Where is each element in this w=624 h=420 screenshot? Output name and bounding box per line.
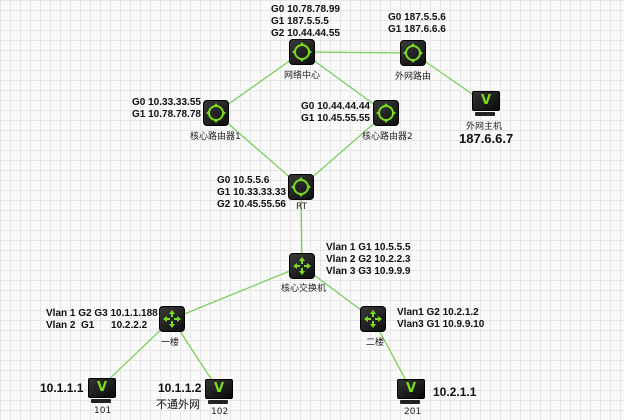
floor2-label: 二楼 bbox=[366, 338, 385, 348]
link-rt-coreswitch bbox=[300, 186, 303, 267]
floor1-label: 一楼 bbox=[161, 338, 180, 348]
pc-201[interactable]: V bbox=[397, 379, 425, 405]
monitor-icon: V bbox=[405, 381, 417, 396]
core-switch-config: Vlan 1 G1 10.5.5.5 Vlan 2 G2 10.2.2.3 Vl… bbox=[326, 242, 411, 277]
core-switch-label: 核心交换机 bbox=[281, 284, 327, 294]
external-router-config: G0 187.5.5.6 G1 187.6.6.6 bbox=[388, 12, 446, 35]
pc-201-ip: 10.2.1.1 bbox=[433, 385, 477, 399]
floor2-switch[interactable] bbox=[360, 306, 386, 332]
router-icon bbox=[403, 43, 423, 63]
monitor-icon: V bbox=[480, 93, 492, 108]
network-center-label: 网络中心 bbox=[284, 71, 321, 81]
rt-config: G0 10.5.5.6 G1 10.33.33.33 G2 10.45.55.5… bbox=[217, 175, 286, 210]
core-switch[interactable] bbox=[289, 253, 315, 279]
link-center-core1 bbox=[215, 51, 303, 114]
floor1-config: Vlan 1 G2 G3 10.1.1.188 Vlan 2 G1 10.2.2… bbox=[46, 308, 158, 331]
link-center-extrouter bbox=[301, 51, 414, 54]
external-host-ip: 187.6.6.7 bbox=[459, 131, 514, 146]
core-router-1[interactable] bbox=[203, 100, 229, 126]
core-router-1-config: G0 10.33.33.55 G1 10.78.78.78 bbox=[132, 97, 201, 120]
floor1-switch[interactable] bbox=[159, 306, 185, 332]
floor2-config: Vlan1 G2 10.2.1.2 Vlan3 G1 10.9.9.10 bbox=[397, 307, 485, 330]
pc-102[interactable]: V bbox=[205, 379, 233, 405]
pc-101-label: 101 bbox=[94, 406, 112, 416]
core-router-2[interactable] bbox=[373, 100, 399, 126]
router-icon bbox=[291, 177, 311, 197]
pc-201-label: 201 bbox=[404, 407, 422, 417]
switch-icon bbox=[364, 310, 382, 328]
core-router-2-label: 核心路由器2 bbox=[362, 132, 413, 142]
external-host-label: 外网主机 bbox=[466, 122, 503, 132]
switch-icon bbox=[163, 310, 181, 328]
network-center-config: G0 10.78.78.99 G1 187.5.5.5 G2 10.44.44.… bbox=[271, 4, 340, 39]
router-icon bbox=[376, 103, 396, 123]
pc-101-ip: 10.1.1.1 bbox=[40, 381, 84, 395]
network-center-router[interactable] bbox=[289, 39, 315, 65]
monitor-icon: V bbox=[96, 380, 108, 395]
pc-102-ip: 10.1.1.2 bbox=[158, 381, 202, 395]
link-coreswitch-floor1 bbox=[171, 265, 303, 320]
core-router-1-label: 核心路由器1 bbox=[190, 132, 241, 142]
link-core1-rt bbox=[215, 112, 302, 188]
core-router-2-config: G0 10.44.44.44 G1 10.45.55.55 bbox=[301, 101, 370, 124]
external-router[interactable] bbox=[400, 40, 426, 66]
link-core2-rt bbox=[300, 112, 387, 188]
rt-label: RT bbox=[296, 202, 308, 212]
router-icon bbox=[206, 103, 226, 123]
router-icon bbox=[292, 42, 312, 62]
pc-101[interactable]: V bbox=[88, 378, 116, 404]
external-host[interactable]: V bbox=[472, 91, 500, 117]
monitor-icon: V bbox=[213, 381, 225, 396]
pc-102-note: 不通外网 bbox=[156, 398, 200, 411]
rt-router[interactable] bbox=[288, 174, 314, 200]
external-router-label: 外网路由 bbox=[395, 72, 432, 82]
pc-102-label: 102 bbox=[211, 407, 229, 417]
switch-icon bbox=[293, 257, 311, 275]
link-center-core2 bbox=[301, 51, 387, 114]
